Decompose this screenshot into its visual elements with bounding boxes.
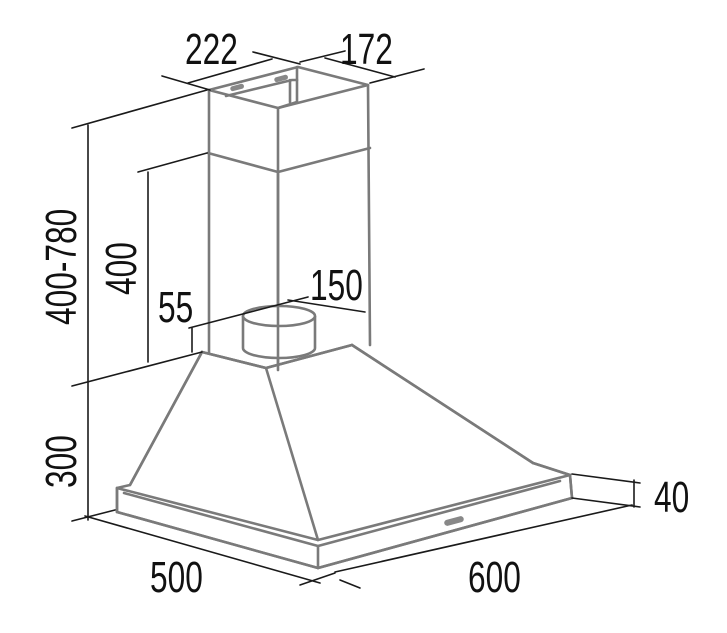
label-hood-height: 300 [37, 435, 86, 488]
label-chimney-width: 172 [340, 25, 393, 74]
label-rim-height: 40 [654, 473, 689, 522]
chimney-slot [274, 74, 288, 83]
label-chimney-lower: 400 [97, 242, 146, 295]
label-outlet-height: 55 [158, 283, 193, 332]
label-total-height: 400-780 [37, 209, 86, 325]
label-chimney-depth: 222 [185, 25, 238, 74]
label-hood-width: 600 [468, 553, 521, 602]
label-outlet-diameter: 150 [310, 261, 363, 310]
dimension-lines [71, 50, 641, 589]
control-knob [444, 516, 464, 526]
label-hood-depth: 500 [150, 553, 203, 602]
duct-outlet [241, 170, 317, 372]
chimney-slot [230, 83, 244, 92]
